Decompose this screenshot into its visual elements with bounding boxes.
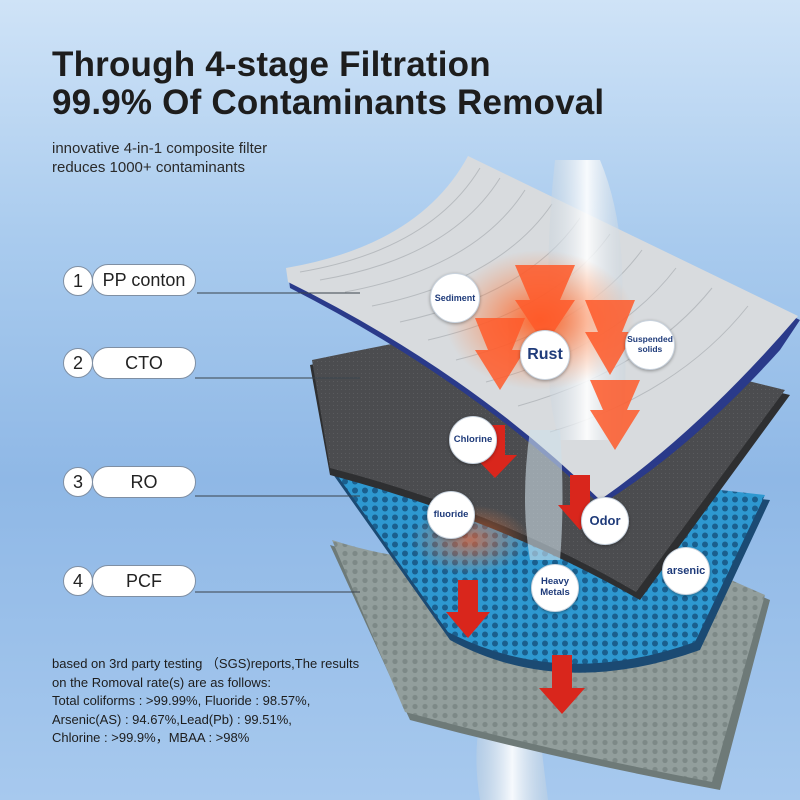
arrow-red-4 xyxy=(539,655,585,714)
headline-line-1: Through 4-stage Filtration xyxy=(52,45,491,84)
arrow-red-1 xyxy=(473,425,517,478)
badge-chlorine: Chlorine xyxy=(449,416,497,464)
badge-suspended-line-1: Suspended xyxy=(627,334,673,345)
badge-heavy-line-1: Heavy xyxy=(541,576,569,588)
badge-fluoride: fluoride xyxy=(427,491,475,539)
arrow-orange-3 xyxy=(585,300,635,375)
badge-suspended-solids: Suspended solids xyxy=(625,320,675,370)
headline: Through 4-stage Filtration 99.9% Of Cont… xyxy=(52,46,604,122)
water-column-middle xyxy=(525,430,563,560)
report-line-5: Chlorine : >99.9%，MBAA : >98% xyxy=(52,730,250,745)
stage-1-number: 1 xyxy=(63,266,93,296)
badge-arsenic: arsenic xyxy=(662,547,710,595)
badge-odor: Odor xyxy=(581,497,629,545)
stage-3-number: 3 xyxy=(63,467,93,497)
stage-2-label: CTO xyxy=(92,347,196,379)
stage-4-label: PCF xyxy=(92,565,196,597)
arrow-orange-2 xyxy=(475,318,525,390)
arrow-red-3 xyxy=(446,580,490,638)
subtitle: innovative 4-in-1 composite filter reduc… xyxy=(52,139,267,177)
stage-4-number: 4 xyxy=(63,566,93,596)
headline-line-2: 99.9% Of Contaminants Removal xyxy=(52,83,605,122)
report-line-4: Arsenic(AS) : 94.67%,Lead(Pb) : 99.51%, xyxy=(52,711,292,727)
report-line-2: on the Romoval rate(s) are as follows: xyxy=(52,674,271,690)
arrow-orange-4 xyxy=(590,380,640,450)
stage-2-number: 2 xyxy=(63,348,93,378)
stage-3-label: RO xyxy=(92,466,196,498)
subtitle-line-2: reduces 1000+ contaminants xyxy=(52,159,246,176)
subtitle-line-1: innovative 4-in-1 composite filter xyxy=(52,140,268,157)
report-line-3: Total coliforms : >99.99%, Fluoride : 98… xyxy=(52,693,311,708)
badge-sediment: Sediment xyxy=(430,273,480,323)
badge-heavy-line-2: Metals xyxy=(540,587,570,598)
report-line-1: based on 3rd party testing （SGS)reports,… xyxy=(52,656,360,671)
badge-suspended-line-2: solids xyxy=(637,344,663,354)
test-report-text: based on 3rd party testing （SGS)reports,… xyxy=(52,655,359,748)
stage-1-label: PP conton xyxy=(92,264,196,296)
badge-heavy-metals: Heavy Metals xyxy=(531,564,579,612)
arrow-orange-1 xyxy=(515,265,575,345)
badge-rust: Rust xyxy=(520,330,570,380)
